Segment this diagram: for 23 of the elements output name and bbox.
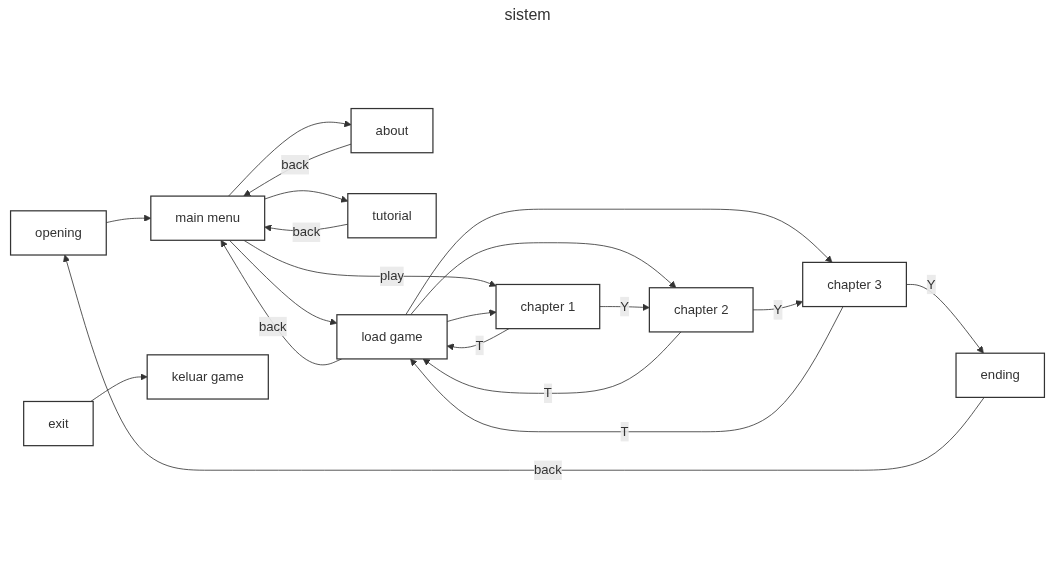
edge-label: Y bbox=[926, 277, 936, 292]
node-box: about bbox=[350, 108, 434, 154]
node-box: opening bbox=[9, 210, 107, 256]
edge-label: back bbox=[258, 319, 287, 334]
node-box: main menu bbox=[150, 195, 266, 242]
node-box: load game bbox=[336, 314, 448, 360]
edge-label: T bbox=[475, 338, 484, 353]
edge-label: Y bbox=[620, 299, 629, 314]
node-box: chapter 2 bbox=[648, 287, 754, 333]
node-box: chapter 3 bbox=[802, 261, 907, 308]
edge-label: back bbox=[281, 157, 309, 172]
node-box: exit bbox=[23, 401, 94, 447]
node-box: ending bbox=[955, 352, 1046, 399]
node-box: tutorial bbox=[347, 193, 437, 239]
edge-label: back bbox=[534, 463, 562, 477]
edge-label: T bbox=[543, 386, 552, 401]
edge-label: T bbox=[620, 424, 629, 439]
edge-label: back bbox=[292, 225, 321, 239]
node-box: chapter 1 bbox=[495, 284, 601, 330]
edge-label: play bbox=[379, 269, 405, 284]
edge-label: Y bbox=[773, 302, 783, 317]
node-box: keluar game bbox=[146, 354, 269, 400]
diagram-title: sistem bbox=[504, 6, 551, 24]
